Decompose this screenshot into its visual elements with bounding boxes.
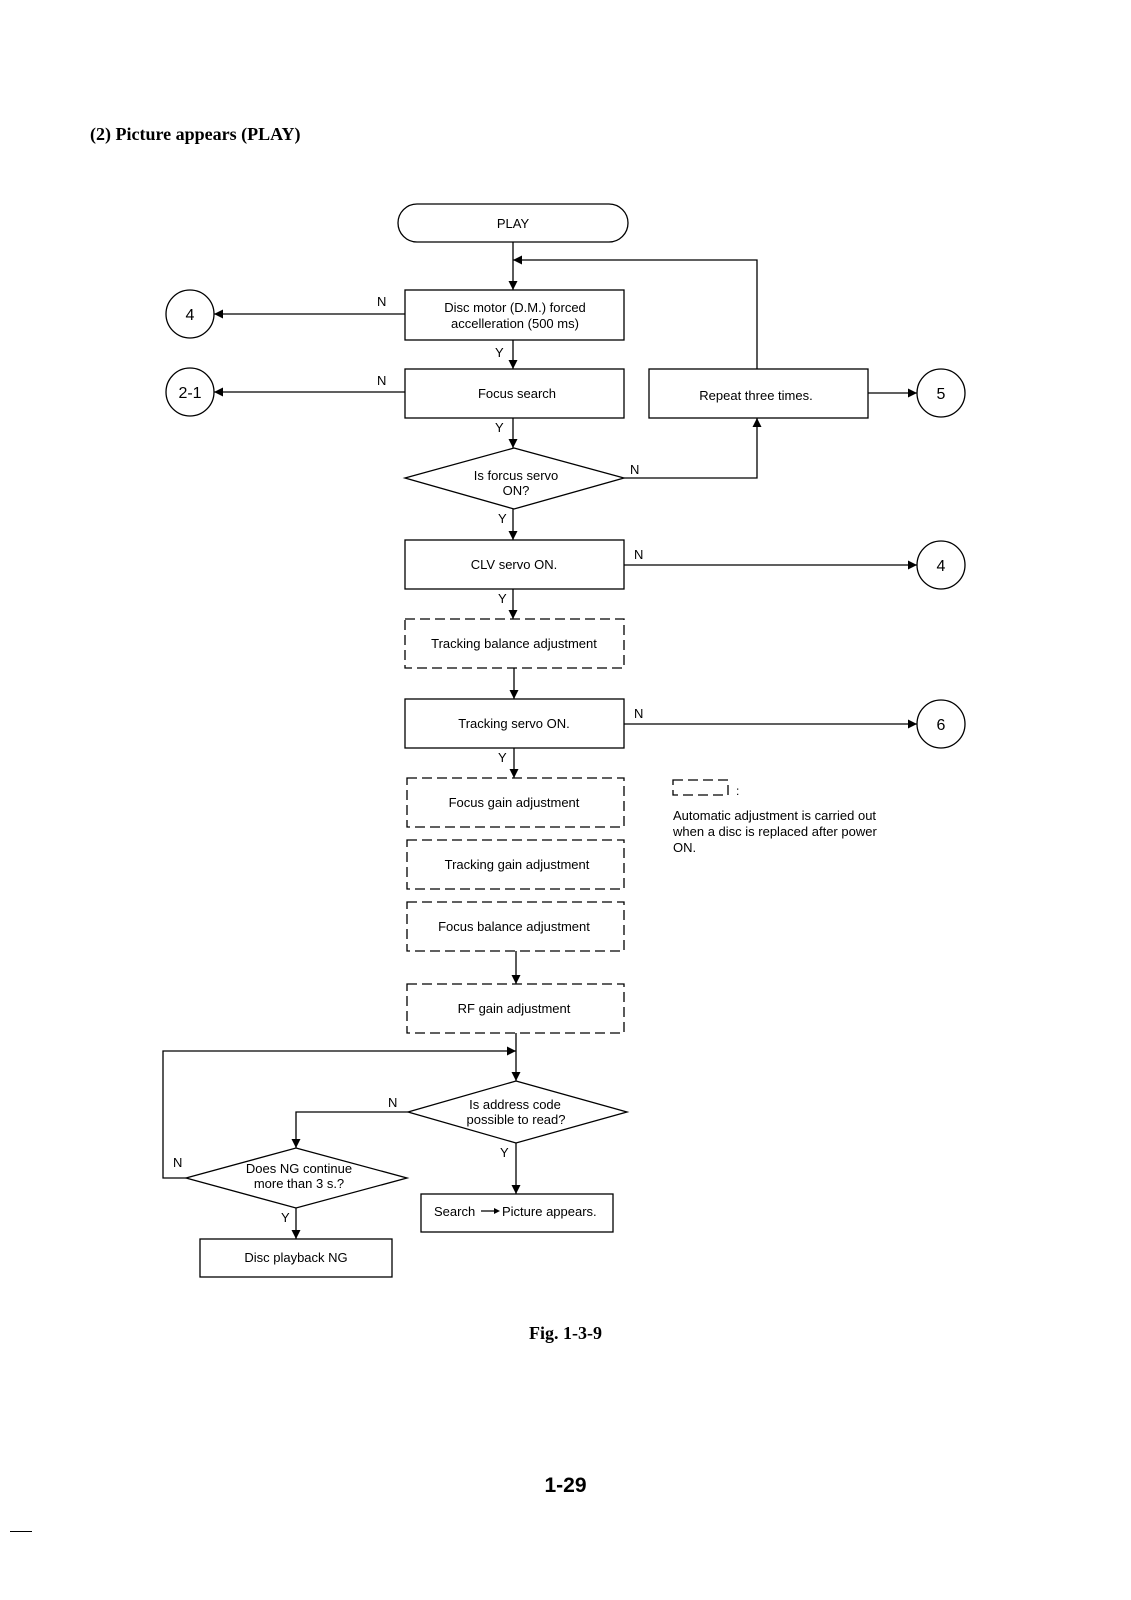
section-title: (2) Picture appears (PLAY)	[90, 124, 301, 144]
label-yes-address: Y	[500, 1145, 509, 1160]
tracking-gain-box	[406, 839, 625, 890]
page-number: 1-29	[544, 1474, 587, 1497]
address-code-line2: possible to read?	[466, 1112, 565, 1127]
label-yes-tracking: Y	[498, 750, 507, 765]
search-suffix: Picture appears.	[502, 1204, 597, 1219]
disc-motor-line2: accelleration (500 ms)	[451, 316, 579, 331]
tracking-balance-label: Tracking balance adjustment	[431, 636, 597, 651]
focus-servo-line2: ON?	[503, 483, 530, 498]
clv-servo-label: CLV servo ON.	[471, 557, 557, 572]
legend-colon: :	[736, 784, 740, 798]
focus-gain-label: Focus gain adjustment	[449, 795, 580, 810]
focus-servo-line1: Is forcus servo	[474, 468, 559, 483]
label-yes-ng: Y	[281, 1210, 290, 1225]
label-no-address: N	[388, 1095, 397, 1110]
focus-search-label: Focus search	[478, 386, 556, 401]
focus-servo-decision	[402, 447, 627, 510]
repeat-label: Repeat three times.	[699, 388, 812, 403]
label-yes-focus: Y	[495, 420, 504, 435]
label-no-clv: N	[634, 547, 643, 562]
ng-continue-line2: more than 3 s.?	[254, 1176, 344, 1191]
label-yes-clv: Y	[498, 591, 507, 606]
flow-ng-no-loop	[162, 1046, 516, 1179]
connector-4-right-label: 4	[937, 558, 946, 575]
corner-mark	[10, 1531, 32, 1532]
legend-dashed-sample	[672, 779, 729, 796]
search-prefix: Search	[434, 1204, 475, 1219]
legend-note: Automatic adjustment is carried out when…	[673, 808, 877, 855]
address-code-line1: Is address code	[469, 1097, 561, 1112]
tracking-servo-label: Tracking servo ON.	[458, 716, 570, 731]
label-yes-motor: Y	[495, 345, 504, 360]
tracking-gain-label: Tracking gain adjustment	[445, 857, 590, 872]
ng-continue-line1: Does NG continue	[246, 1161, 352, 1176]
label-no-focusservo: N	[630, 462, 639, 477]
label-no-motor: N	[377, 294, 386, 309]
focus-gain-box	[406, 777, 625, 828]
disc-ng-label: Disc playback NG	[244, 1250, 347, 1265]
connector-4-top-label: 4	[186, 307, 195, 324]
label-no-tracking: N	[634, 706, 643, 721]
label-yes-focusservo: Y	[498, 511, 507, 526]
rf-gain-label: RF gain adjustment	[458, 1001, 571, 1016]
label-no-ng: N	[173, 1155, 182, 1170]
focus-balance-label: Focus balance adjustment	[438, 919, 590, 934]
search-box	[420, 1193, 614, 1233]
disc-motor-line1: Disc motor (D.M.) forced	[444, 300, 586, 315]
disc-motor-box	[404, 289, 625, 341]
connector-2-1-label: 2-1	[178, 385, 201, 402]
connector-5-label: 5	[937, 386, 946, 403]
connector-6-label: 6	[937, 717, 946, 734]
start-label: PLAY	[497, 216, 530, 231]
focus-search-box	[404, 368, 625, 419]
flow-repeat-loop-back	[513, 255, 758, 369]
focus-balance-box	[406, 901, 625, 952]
label-no-focus: N	[377, 373, 386, 388]
flow-address-no	[291, 1111, 408, 1148]
figure-caption: Fig. 1-3-9	[529, 1323, 602, 1343]
flow-focusservo-no	[624, 418, 762, 479]
